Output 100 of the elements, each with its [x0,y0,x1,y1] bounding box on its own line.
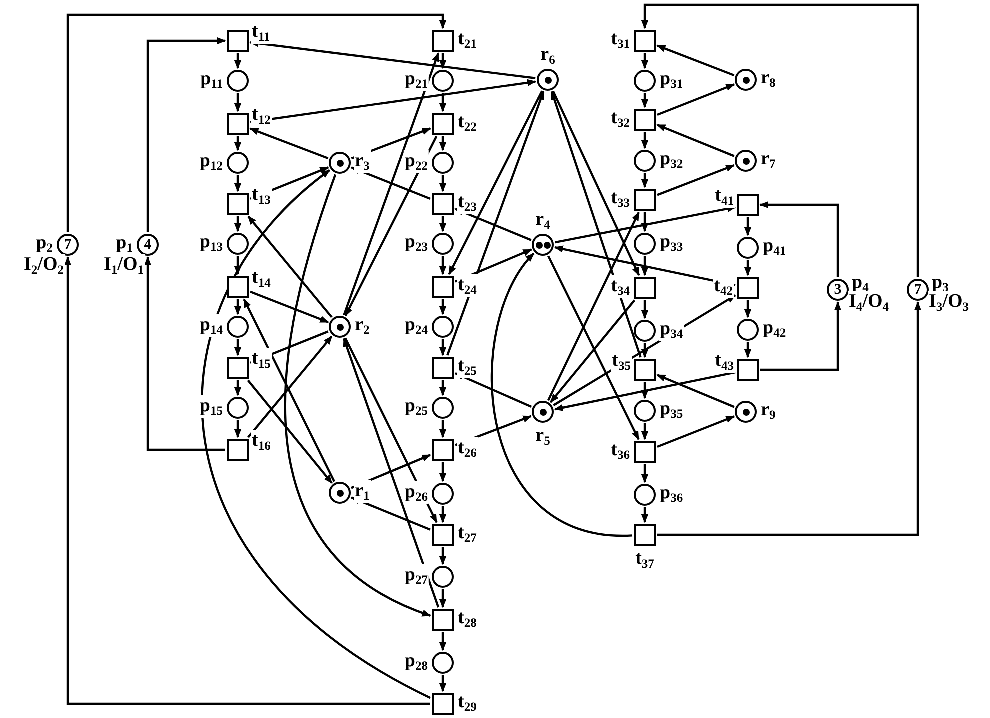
arrow [454,208,532,242]
arrow [439,94,447,112]
node-label: t$_{34}$ [610,275,631,298]
arrow [555,205,736,244]
place-circle: 3 [827,279,849,301]
arrow [66,14,447,232]
arrow [641,508,649,524]
arrow [554,372,736,412]
place-circle [432,397,454,419]
node-label: r$_{3}$ [354,150,371,174]
arrow [439,176,447,192]
place-circle [634,484,656,506]
arrow [641,132,649,150]
arrow [439,256,447,276]
transition-box [432,276,454,298]
node-label: t$_{16}$ [251,430,272,453]
transition-box [634,524,656,546]
arrow [234,136,242,152]
arrow [350,496,431,531]
arrow [202,169,432,700]
arrow [548,256,640,440]
place-circle [329,152,351,174]
transition-box [634,109,656,131]
place-circle [532,401,554,423]
node-label: p$_{22}$ [404,150,429,174]
transition-box [432,113,454,135]
arrow [243,298,336,482]
transition-box [737,194,759,216]
arrow [234,216,242,232]
arrow [439,300,447,316]
transition-box [432,524,454,546]
arrow [343,52,440,316]
arrow [455,415,532,446]
place-circle [737,319,759,341]
arrow [144,256,226,452]
arrow [641,54,649,70]
transition-box [737,359,759,381]
node-label: p$_{15}$ [198,395,224,418]
place-circle [227,233,249,255]
arrow [641,174,649,188]
arrow [344,136,438,317]
arrow [657,164,736,196]
arrow [248,336,333,438]
arrow [234,94,242,112]
transition-box [432,357,454,379]
node-label: t$_{15}$ [251,348,272,371]
arrow [448,90,544,276]
arrow [250,330,329,364]
arrow [439,632,447,652]
arrow [641,424,649,440]
arrow [351,454,432,490]
place-circle [432,233,454,255]
arrow [250,166,330,200]
place-circle [735,401,757,423]
arrow [64,256,430,706]
arrow [744,260,752,276]
arrow [455,248,532,283]
arrow [343,338,440,608]
arrow [446,90,545,356]
arrow [234,340,242,356]
arrow [744,218,752,236]
arrow [250,128,329,160]
arrow [657,416,736,448]
arrow [439,420,447,438]
arrow [439,548,447,566]
arrow [547,212,640,402]
place-circle [227,316,249,338]
transition-box [227,276,249,298]
arrow [351,128,432,160]
arrow [248,216,333,318]
transition-box [227,113,249,135]
place-circle [432,316,454,338]
arrow [247,380,333,484]
node-label: I$_{3}$/O$_{3}$ [928,291,970,314]
node-label: t$_{24}$ [457,274,478,298]
transition-box [634,30,656,52]
transition-box [432,693,454,715]
place-circle [537,69,559,91]
arrow [234,256,242,276]
place-circle [432,483,454,505]
arrow [658,302,922,536]
arrow [439,462,447,482]
transition-box [432,609,454,631]
arrow [439,54,447,70]
transition-box [227,439,249,461]
arrow [344,338,438,524]
place-circle: 7 [907,279,929,301]
arrow [760,201,840,278]
arrow [641,4,920,278]
arrow [234,300,242,316]
place-circle [432,152,454,174]
transition-box [737,277,759,299]
transition-box [634,441,656,463]
arrow [234,54,242,70]
arrow [656,44,735,77]
place-circle [329,482,351,504]
arrow [439,506,447,524]
place-circle [532,234,554,256]
arrow [641,464,649,484]
arrow [552,90,640,276]
